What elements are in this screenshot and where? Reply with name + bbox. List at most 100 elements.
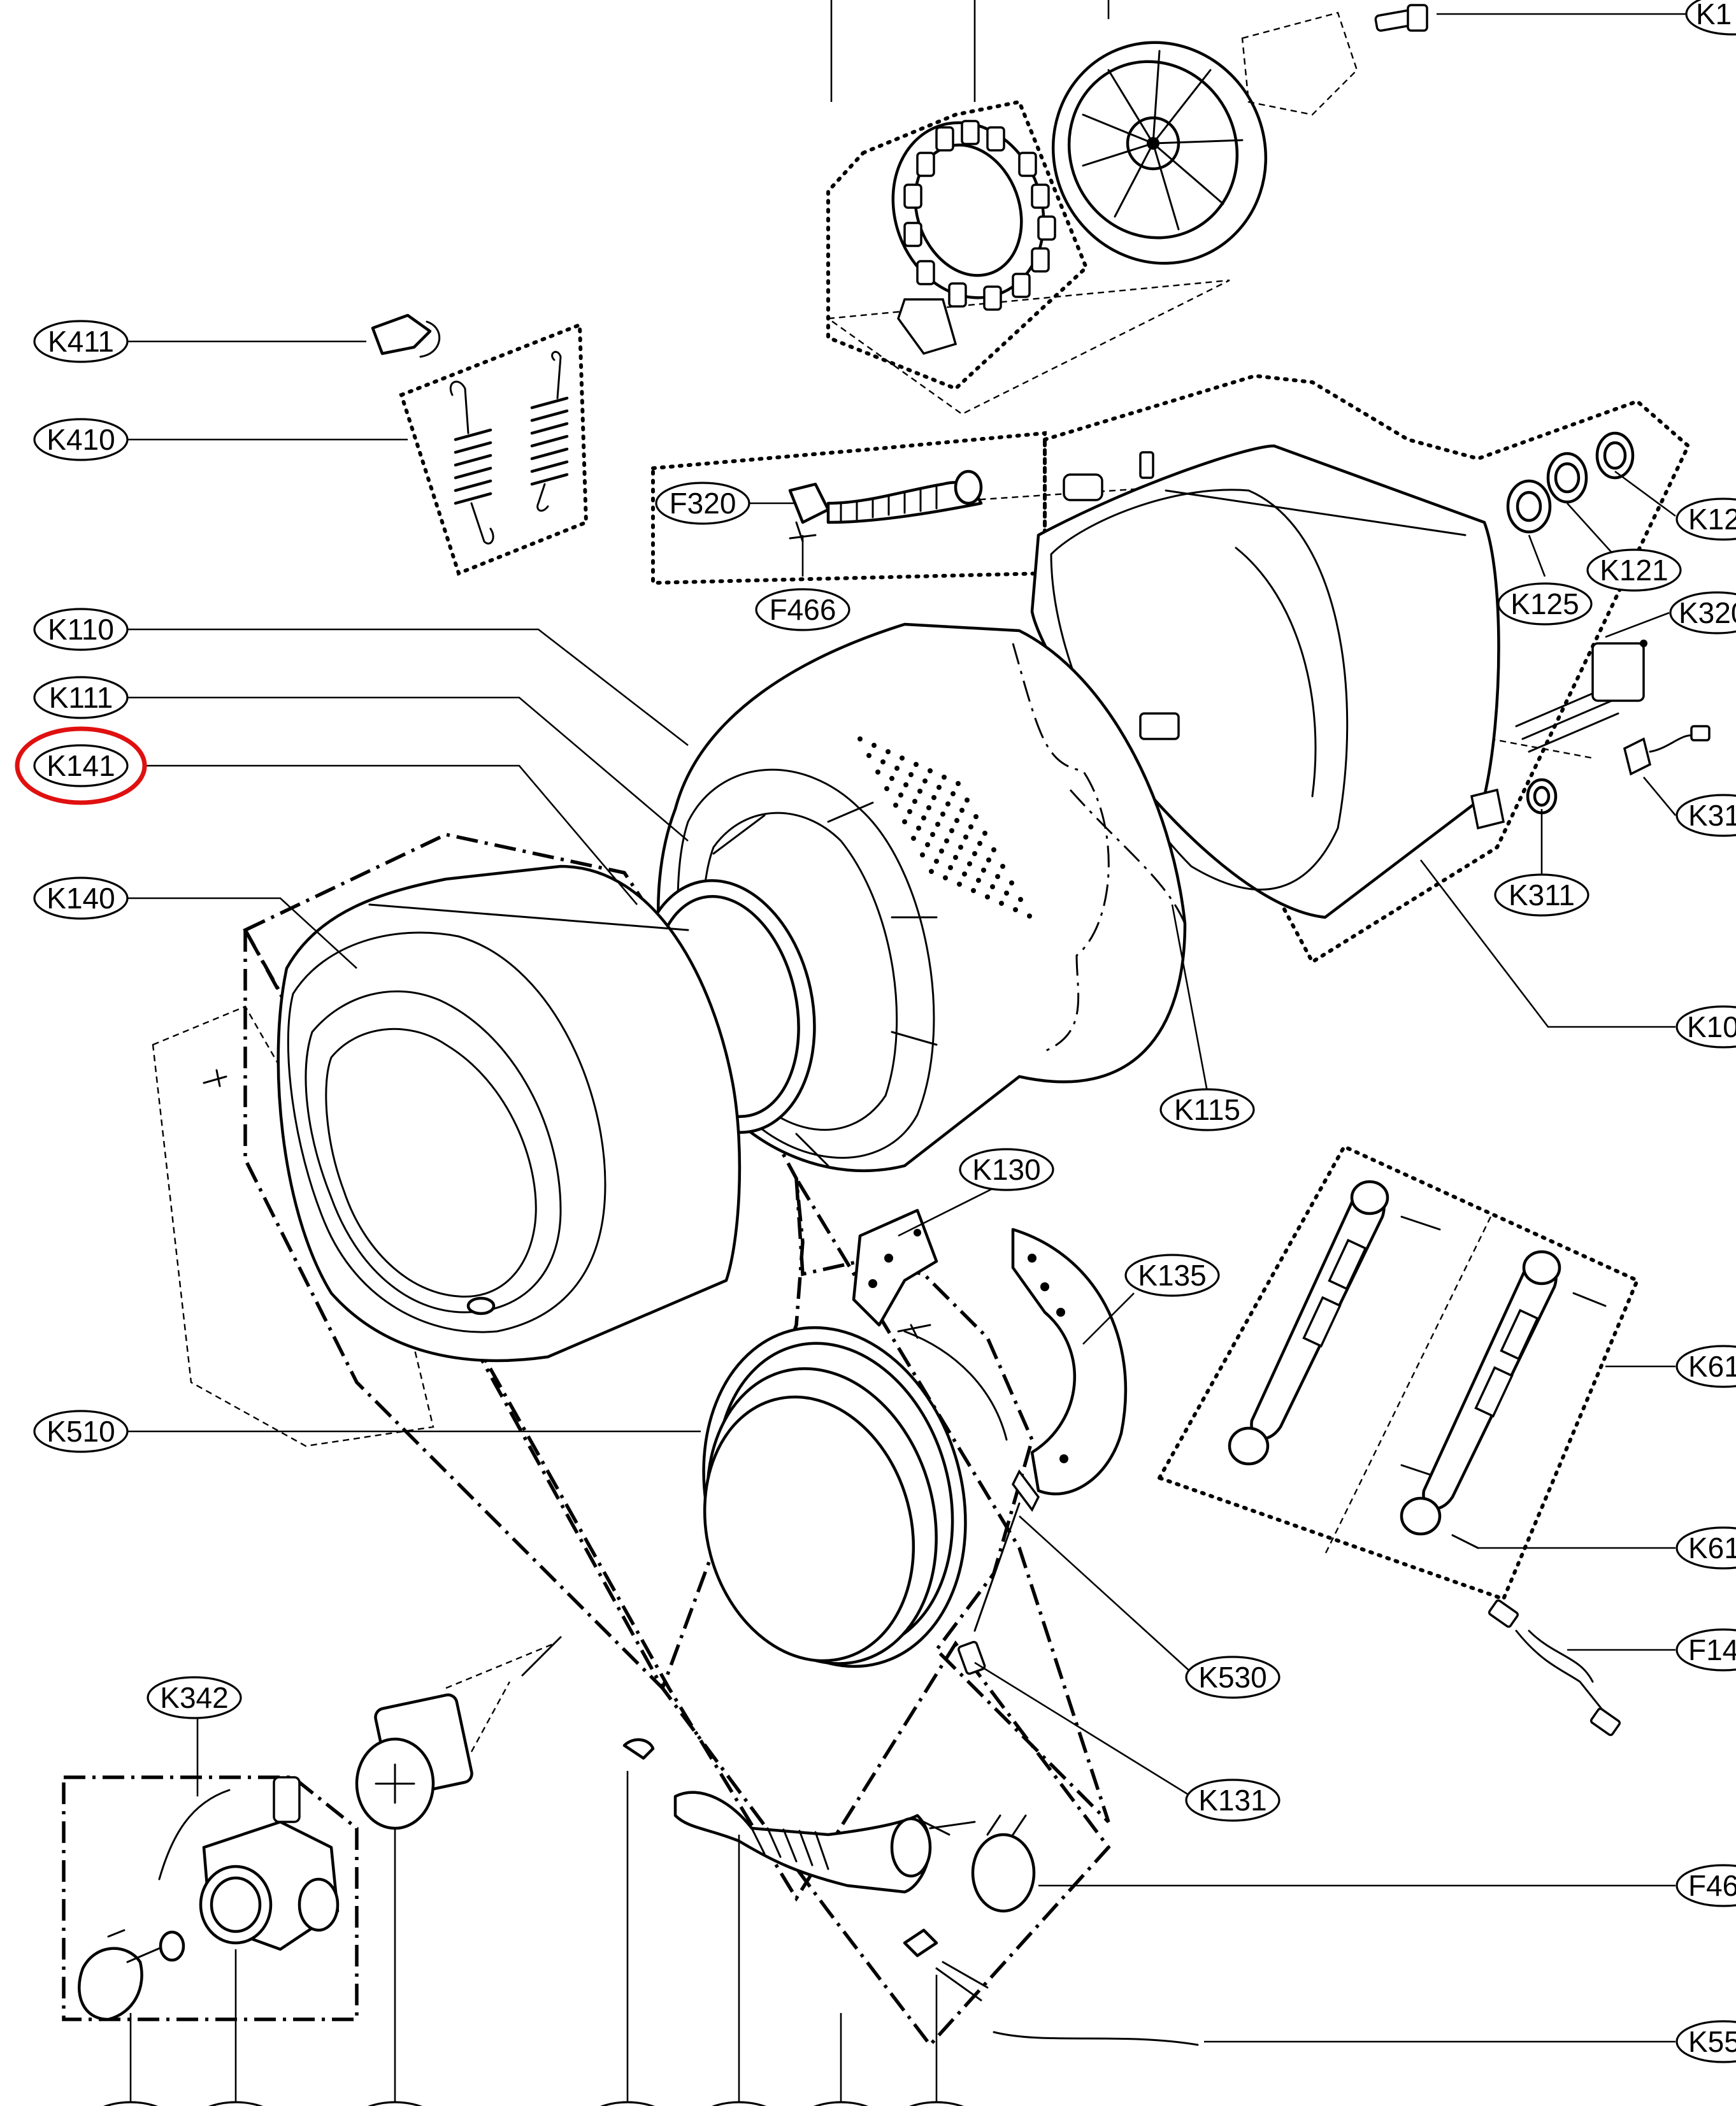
- svg-text:F320: F320: [670, 487, 736, 520]
- perforation-hole: [931, 795, 936, 800]
- perforation-hole: [889, 776, 894, 781]
- perforation-hole: [962, 871, 967, 877]
- perforation-hole: [985, 894, 990, 899]
- svg-text:K131: K131: [1198, 1784, 1266, 1817]
- svg-text:K410: K410: [47, 423, 115, 456]
- perforation-hole: [971, 888, 976, 893]
- perforation-hole: [990, 884, 995, 889]
- svg-text:K141: K141: [47, 749, 115, 782]
- perforation-hole: [916, 826, 921, 831]
- label-k111: K111: [33, 676, 129, 719]
- pump-motor: [355, 1636, 562, 1830]
- svg-text:K320: K320: [1679, 596, 1736, 629]
- perforation-hole: [954, 818, 959, 823]
- front-tub: [203, 864, 742, 1363]
- rotor-part: [1051, 4, 1428, 265]
- perforation-hole: [857, 736, 863, 741]
- svg-text:K121: K121: [1600, 554, 1668, 587]
- bearings: [1506, 431, 1635, 534]
- heater-part: [1515, 640, 1711, 776]
- label-k510: K510: [33, 1410, 129, 1453]
- svg-text:F466: F466: [770, 593, 836, 626]
- svg-text:K31: K31: [1688, 799, 1736, 832]
- perforation-hole: [950, 791, 956, 796]
- svg-text:K342: K342: [160, 1681, 228, 1714]
- svg-text:F46: F46: [1688, 1869, 1736, 1902]
- label-k121: K121: [1586, 548, 1682, 592]
- label-k530: K530: [1185, 1656, 1280, 1699]
- perforation-hole: [943, 875, 948, 880]
- perforation-hole: [930, 832, 935, 837]
- perforation-hole: [920, 852, 925, 857]
- perforation-hole: [914, 762, 919, 767]
- weight-k135: [1011, 1228, 1128, 1496]
- perforation-hole: [928, 768, 933, 773]
- svg-text:F14: F14: [1688, 1633, 1736, 1666]
- shock-absorbers: [1228, 1180, 1607, 1555]
- perforation-hole: [912, 799, 917, 804]
- perforation-hole: [1013, 907, 1018, 912]
- clamp-k530: [903, 1330, 1040, 1675]
- label-k311: K311: [1494, 873, 1589, 917]
- perforation-hole: [921, 815, 926, 820]
- perforation-hole: [977, 841, 982, 846]
- bottom-partial-bubbles: [103, 2101, 965, 2106]
- parts: [78, 4, 1711, 2046]
- perforation-hole: [893, 803, 898, 808]
- label-bubbles: K411 K410 K110 K111 K141 K140 K510: [15, 0, 1736, 2106]
- perforation-hole: [959, 808, 965, 813]
- label-k140: K140: [33, 877, 129, 920]
- drain-hose: [622, 1738, 1199, 2046]
- label-k141: K141: [15, 726, 147, 805]
- label-k10-truncated: K10: [1675, 1005, 1736, 1049]
- perforation-hole: [894, 766, 900, 771]
- label-f46-truncated: F46: [1675, 1864, 1736, 1907]
- suspension-springs: [449, 350, 569, 545]
- label-k110: K110: [33, 608, 129, 651]
- perforation-hole: [925, 842, 930, 847]
- wire-harness: [1488, 1599, 1621, 1737]
- label-k125: K125: [1497, 582, 1593, 626]
- perforation-hole: [995, 874, 1000, 879]
- perforation-hole: [1000, 864, 1005, 869]
- svg-text:K10: K10: [1687, 1010, 1736, 1043]
- label-k31-truncated: K31: [1675, 794, 1736, 837]
- perforation-hole: [934, 859, 939, 864]
- perforation-hole: [884, 786, 889, 791]
- label-k115: K115: [1159, 1088, 1255, 1131]
- perforation-hole: [957, 882, 962, 887]
- label-k135: K135: [1124, 1254, 1220, 1297]
- svg-text:K530: K530: [1198, 1661, 1266, 1694]
- stator-part: [891, 120, 1056, 355]
- perforation-hole: [949, 828, 954, 833]
- label-k411: K411: [33, 320, 129, 363]
- perforation-hole: [926, 805, 931, 810]
- perforation-hole: [935, 822, 940, 827]
- perforation-hole: [939, 849, 944, 854]
- perforation-hole: [976, 878, 981, 883]
- perforation-hole: [902, 819, 907, 824]
- label-k12-truncated: K12: [1675, 498, 1736, 541]
- perforation-hole: [981, 868, 986, 873]
- perforation-hole: [963, 835, 968, 840]
- seal-k311: [1526, 778, 1558, 815]
- perforation-hole: [942, 775, 947, 780]
- drum-perforations: [857, 736, 1032, 919]
- perforation-hole: [1009, 880, 1014, 885]
- label-k61b-truncated: K61: [1675, 1526, 1736, 1570]
- label-f14-truncated: F14: [1675, 1628, 1736, 1672]
- perforation-hole: [880, 759, 886, 764]
- label-k320-truncated: K320: [1669, 591, 1736, 634]
- perforation-hole: [999, 901, 1004, 906]
- leader-lines: [127, 0, 1688, 2106]
- svg-text:K510: K510: [47, 1415, 115, 1448]
- label-k1-top-truncated: K1: [1685, 0, 1736, 36]
- perforation-hole: [1004, 891, 1009, 896]
- perforation-hole: [982, 831, 987, 836]
- perforation-hole: [917, 789, 922, 794]
- perforation-hole: [967, 861, 972, 866]
- svg-text:K12: K12: [1688, 503, 1736, 536]
- drain-pump: [78, 1776, 340, 2021]
- svg-text:K140: K140: [47, 882, 115, 915]
